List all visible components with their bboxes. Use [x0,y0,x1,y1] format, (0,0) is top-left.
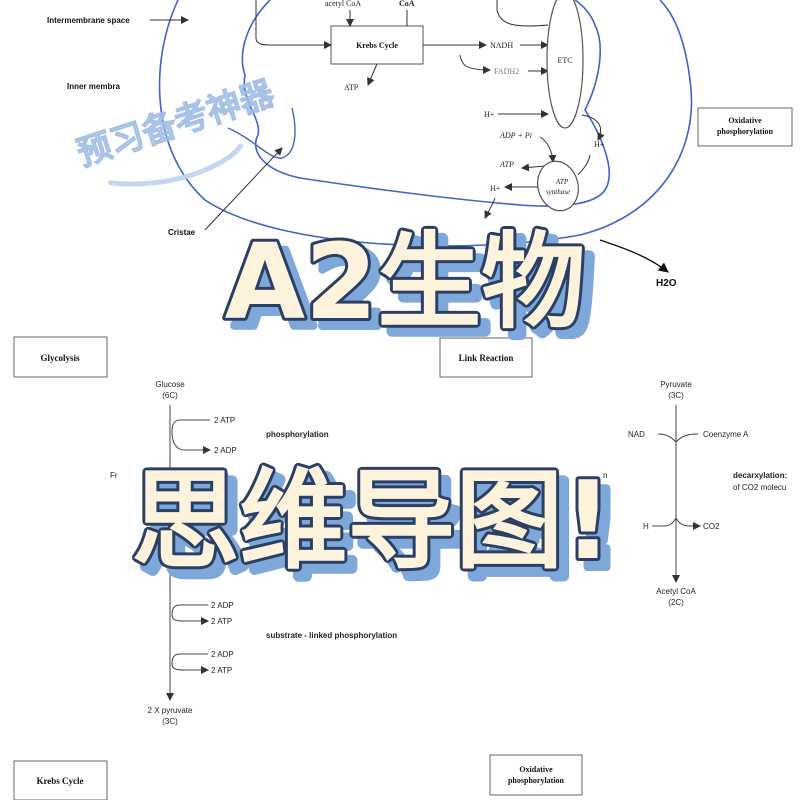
h2o-label: H2O [656,278,677,289]
synthase-feed [577,154,591,176]
oxidative-bottom-line1: Oxidative [519,765,553,774]
atp-synthase-2: synthase [546,188,570,196]
cristae-label: Cristae [168,228,196,237]
nadh-label: NADH [490,41,513,50]
watermark-swoosh [108,143,244,187]
cristae-arrow [204,147,283,231]
subtitle-shadow: 思维导图! [140,468,621,593]
h-plus-1: H+ [484,110,495,119]
oxidative-bottom-line2: phosphorylation [508,776,565,785]
coa-label: CoA [399,0,415,8]
outer-membrane [158,0,693,247]
glucose-label: Glucose [155,380,185,389]
link-pyruvate-carbons: (3C) [668,391,684,400]
adp-branch-1 [171,604,209,625]
acetyl-coa-product: Acetyl CoA [656,587,696,596]
oxidative-top-box [697,107,793,147]
atp2-arrow [521,163,546,172]
adp-branch-2 [171,653,209,674]
section-boxes: Glycolysis Link Reaction Krebs Cycle Oxi… [13,336,583,800]
adp-out-label: 2 ADP [214,446,237,455]
krebs-bottom-title: Krebs Cycle [36,776,83,786]
h-plus-2: H+ [594,140,605,149]
title-text: A2生物 [225,221,586,343]
partial-n: n [603,471,607,480]
fadh2-arrow [459,54,491,74]
atp-1-label: 2 ATP [211,617,232,626]
phosphorylation-label: phosphorylation [266,430,329,439]
glycolysis-flow: Glucose (6C) 2 ATP 2 ADP phosphorylation… [110,380,397,726]
mitochondrion-diagram: Intermembrane space Inner membra Cristae… [47,0,793,289]
h-label: H [643,522,649,531]
inner-membrane [241,0,610,207]
link-reaction-title: Link Reaction [459,353,514,363]
decarb-sub-label: of CO2 molecu [733,483,786,492]
adp-arrow [539,136,557,163]
link-reaction-flow: Pyruvate (3C) NAD Coenzyme A decarxylati… [603,380,787,607]
o2-label: O2 [283,277,297,288]
atp-in-label: 2 ATP [214,416,235,425]
atp2-label: ATP [499,160,514,169]
etc-label: ETC [557,56,572,65]
inner-membrane-label: Inner membra [67,82,120,91]
link-reaction-box [439,337,533,378]
cristae-fold [227,107,296,159]
glucose-carbons: (6C) [162,391,178,400]
atp-in-branch [171,419,211,454]
intermembrane-label: Intermembrane space [47,16,130,25]
watermark: 预习备考神器 [72,73,280,187]
adp-1-label: 2 ADP [211,601,234,610]
pyruvate-product: 2 X pyruvate [148,706,193,715]
co2-label: CO2 [703,522,720,531]
nad-label: NAD [628,430,645,439]
h-plus-3: H+ [490,184,501,193]
etc-top-arrow [496,0,549,27]
membrane-pass-arrow [484,197,496,219]
atp-2-label: 2 ATP [211,666,232,675]
adp-pi-label: ADP + Pi [499,131,532,140]
etc-shape [546,0,584,129]
atp-arrow [367,63,378,86]
co2-branch [652,517,701,530]
partial-e: e [224,471,229,480]
subtitle-text: 思维导图! [131,459,612,584]
title-shadow: A2生物 [234,229,595,351]
partial-fr: Fr [110,471,118,480]
glycolysis-title: Glycolysis [40,353,79,363]
acetyl-coa-carbons: (2C) [668,598,684,607]
atp-synthase-shape [537,160,579,212]
decarb-label: decarxylation: [733,471,787,480]
pyruvate-entry-line [255,0,332,49]
h-plus-arc [581,114,605,141]
title-overlay: A2生物 A2生物 思维导图! 思维导图! [128,218,625,597]
acetyl-coa-label: acetyl CoA [325,0,361,8]
krebs-cycle-label: Krebs Cycle [356,41,398,50]
atp-synthase-1: ATP [555,178,569,186]
oxidative-top-line2: phosphorylation [717,127,774,136]
adp-2-label: 2 ADP [211,650,234,659]
nad-branch [657,433,699,443]
coenzyme-label: Coenzyme A [703,430,749,439]
substrate-label: substrate - linked phosphorylation [266,631,397,640]
fadh2-label: FADH2 [494,67,519,76]
oxidative-bottom-box [489,754,583,796]
glycolysis-box [13,336,108,378]
link-pyruvate: Pyruvate [660,380,692,389]
atp-label: ATP [344,83,359,92]
krebs-bottom-box [13,760,108,800]
oxidative-top-line1: Oxidative [728,116,762,125]
pyruvate-product-carbons: (3C) [162,717,178,726]
o2-h2o-arrow [599,239,669,273]
